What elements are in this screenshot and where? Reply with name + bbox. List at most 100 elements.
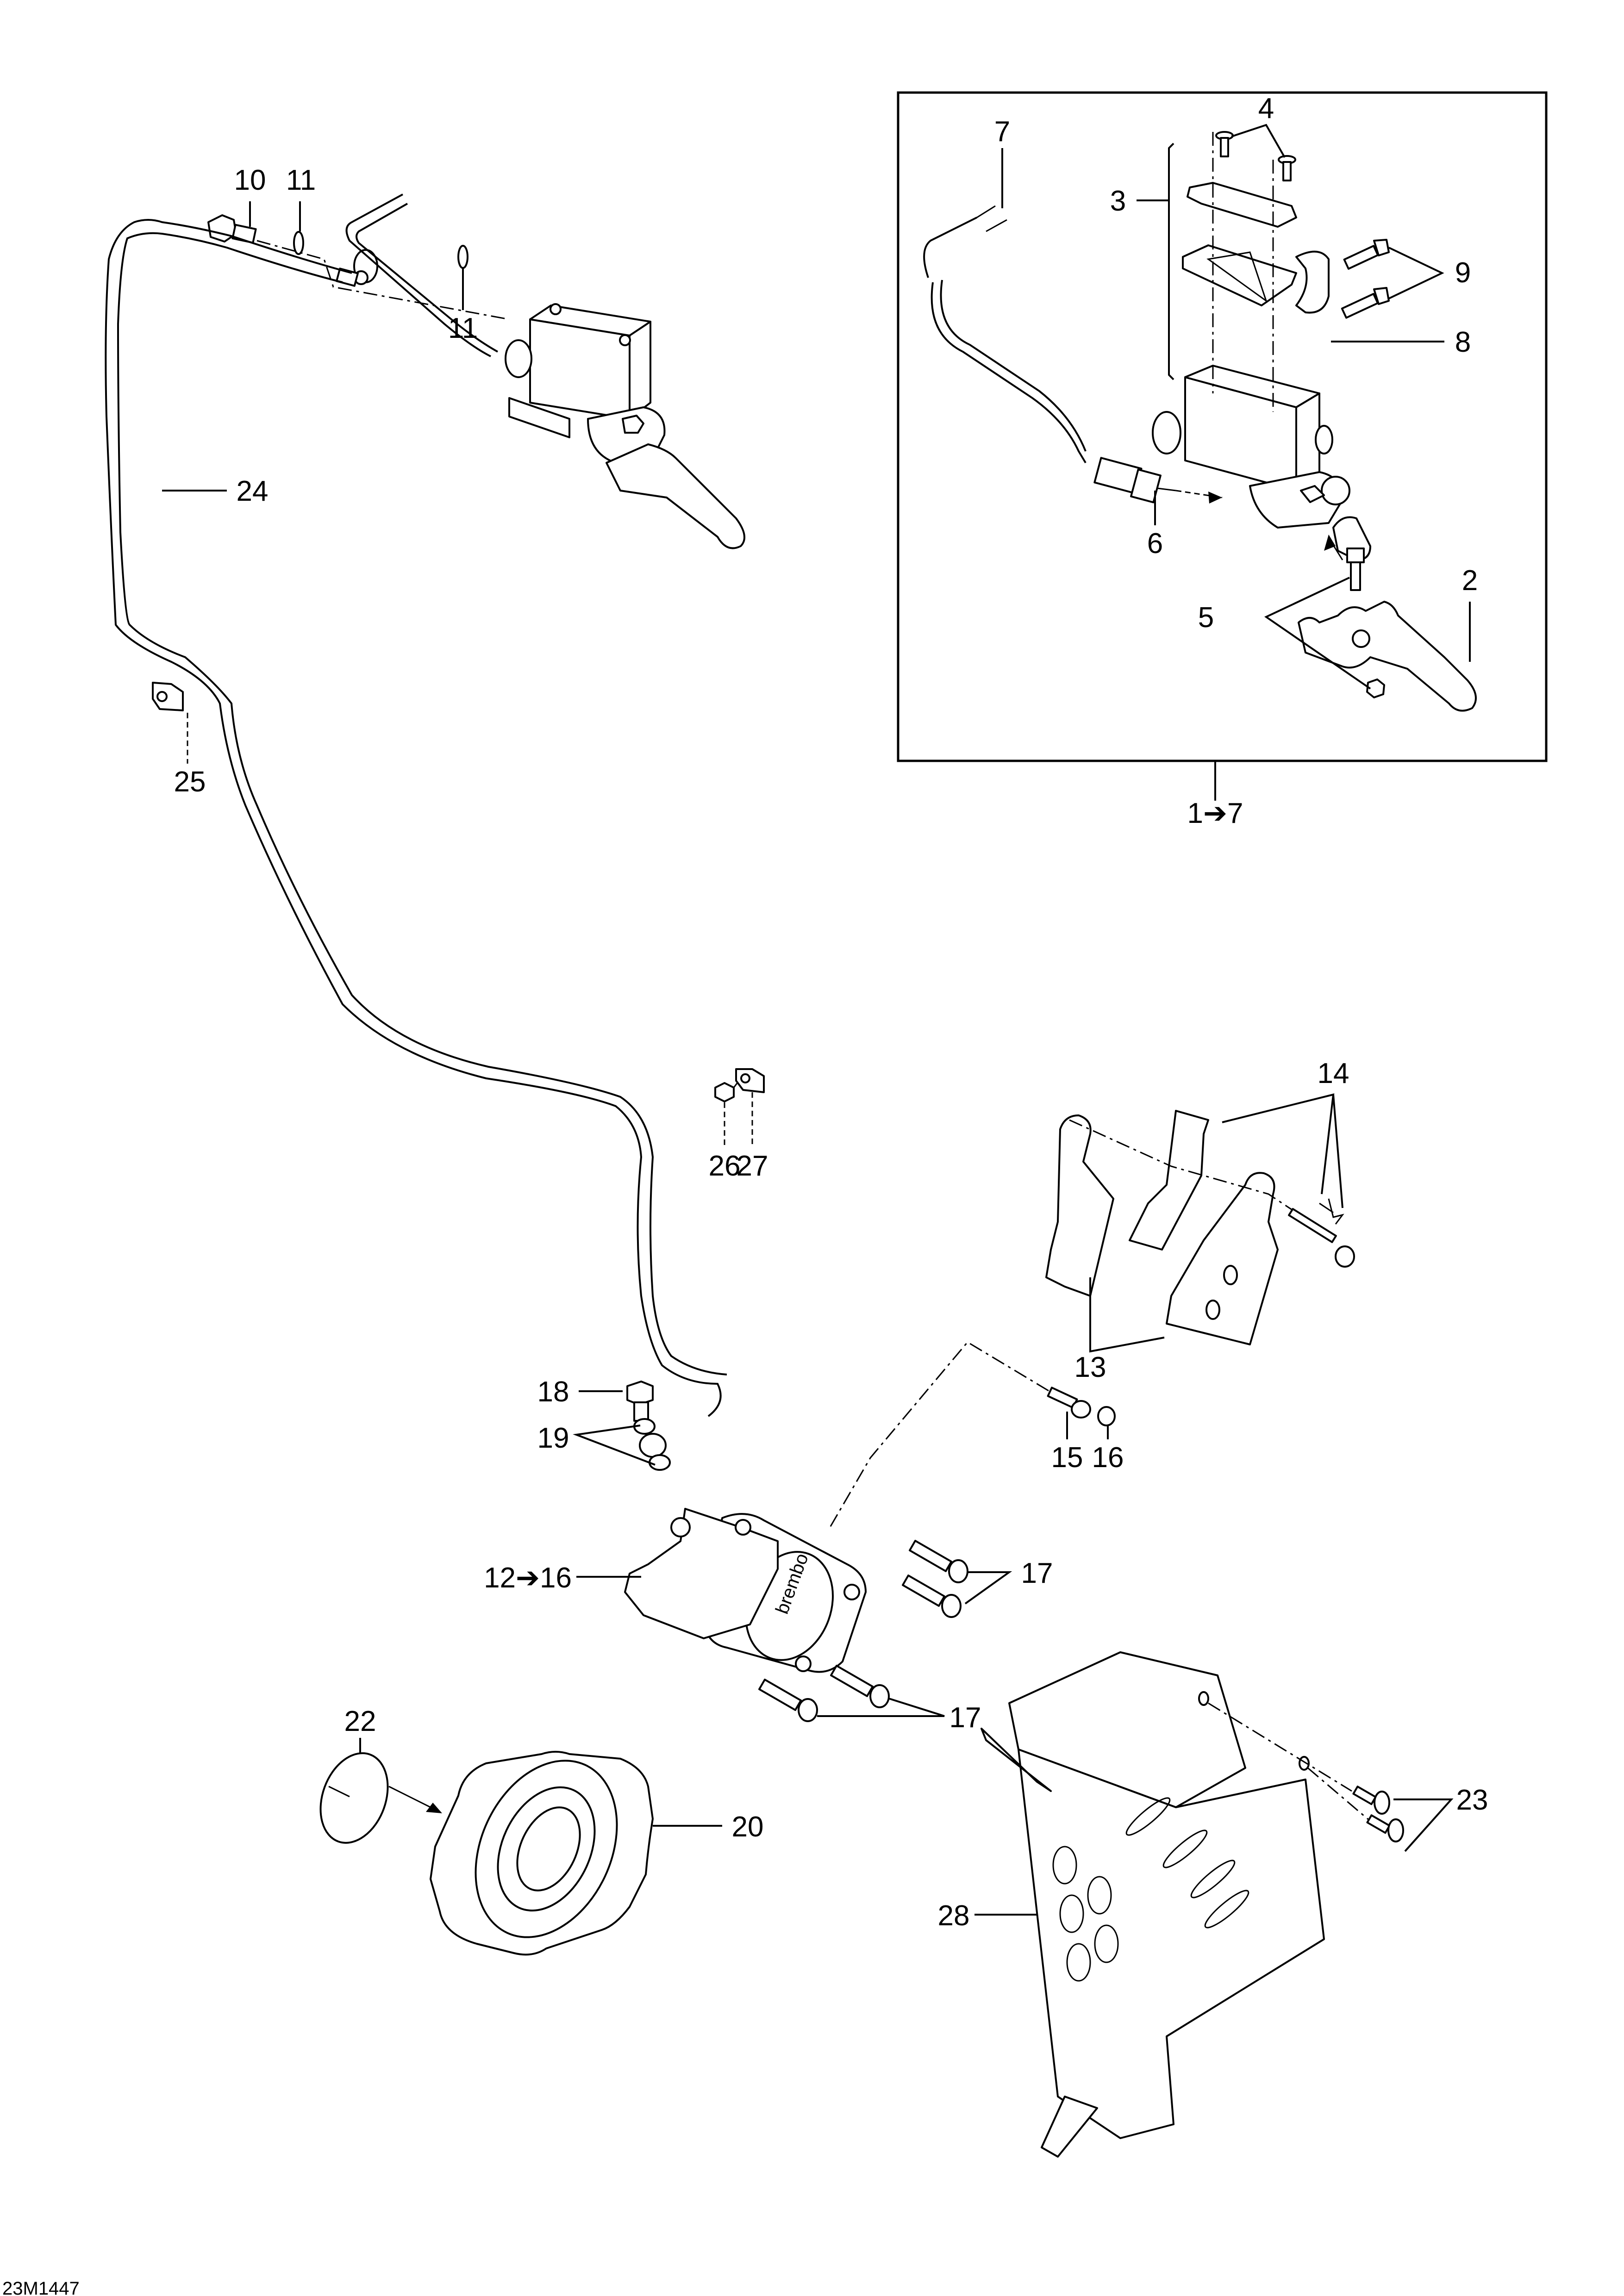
caliper-mount-hole-1 bbox=[735, 1519, 751, 1536]
guard-slot-1 bbox=[1125, 1797, 1171, 1836]
guard-hole-4 bbox=[1094, 1924, 1119, 1963]
banjo-axis-upper bbox=[256, 240, 510, 320]
wire-terminal-1 bbox=[976, 205, 996, 218]
master-cylinder-side bbox=[629, 321, 651, 420]
leader-14 bbox=[1222, 1093, 1335, 1195]
callout-20: 20 bbox=[732, 1811, 764, 1843]
brake-pads bbox=[1045, 1110, 1279, 1345]
caliper-screw-2 bbox=[902, 1574, 962, 1618]
sealing-washer-upper-1 bbox=[293, 231, 304, 255]
guard-slot-4 bbox=[1204, 1890, 1249, 1929]
callout-3: 3 bbox=[1110, 185, 1126, 217]
callout-8: 8 bbox=[1455, 326, 1471, 358]
handlebar-clamp bbox=[1295, 250, 1330, 314]
switch-wire-harness bbox=[923, 217, 1087, 464]
lever-pivot-bushing bbox=[1352, 629, 1370, 648]
sealing-washer-lower-2 bbox=[649, 1454, 671, 1471]
master-cylinder-installed: 10 11 11 bbox=[207, 164, 745, 549]
callout-24: 24 bbox=[237, 475, 269, 507]
callout-7: 7 bbox=[994, 116, 1010, 148]
callout-15: 15 bbox=[1051, 1442, 1083, 1474]
leader-13 bbox=[1089, 1277, 1165, 1353]
callout-26: 26 bbox=[709, 1150, 741, 1182]
cover-screw-2 bbox=[1278, 155, 1296, 181]
callout-14: 14 bbox=[1318, 1058, 1349, 1089]
callout-25: 25 bbox=[174, 766, 206, 798]
lever-pivot-bolt bbox=[1346, 548, 1365, 591]
callout-27: 27 bbox=[737, 1150, 768, 1182]
callout-9: 9 bbox=[1455, 257, 1471, 289]
callout-19: 19 bbox=[537, 1422, 569, 1454]
guard-slot-3 bbox=[1190, 1860, 1236, 1898]
o-ring-arrow-icon bbox=[426, 1803, 442, 1813]
callout-18: 18 bbox=[537, 1376, 569, 1408]
callout-13: 13 bbox=[1074, 1351, 1106, 1383]
leader-14b bbox=[1332, 1094, 1343, 1208]
brake-pad-left bbox=[1045, 1114, 1114, 1297]
sealing-washer-upper-2 bbox=[457, 245, 468, 269]
callout-2: 2 bbox=[1462, 565, 1478, 597]
switch-wire-installed-inner bbox=[356, 203, 498, 353]
clamp-nut-installed bbox=[622, 415, 644, 434]
disc-splined-bore bbox=[516, 1806, 581, 1892]
pad-pin-clip bbox=[1319, 1198, 1344, 1225]
guard-hole-3 bbox=[1059, 1894, 1084, 1933]
master-cylinder-body-installed bbox=[529, 318, 631, 420]
leader-4 bbox=[1231, 124, 1286, 158]
brake-pad-right bbox=[1166, 1172, 1279, 1345]
callout-17-upper: 17 bbox=[1021, 1557, 1053, 1589]
guard-hole-1 bbox=[1052, 1846, 1077, 1885]
brake-lever-installed bbox=[606, 443, 745, 549]
guard-mount-hole-1 bbox=[1198, 1691, 1209, 1706]
guard-main-plate bbox=[1018, 1748, 1325, 2139]
drawing-code: 23M1447 bbox=[2, 2278, 80, 2296]
guard-screw-1 bbox=[1352, 1786, 1390, 1815]
lever-insert-arrow-icon bbox=[1324, 535, 1336, 551]
caliper-group-label: 12➔16 bbox=[484, 1562, 572, 1594]
callout-5: 5 bbox=[1198, 602, 1214, 634]
caliper-screw-1 bbox=[909, 1540, 968, 1583]
pad-pin-axis bbox=[1069, 1119, 1311, 1223]
lever-insert-line bbox=[1330, 541, 1343, 560]
leader-19 bbox=[573, 1425, 656, 1466]
cover-screw-installed-1 bbox=[550, 303, 562, 315]
clamp-bolt-2 bbox=[1341, 287, 1390, 319]
master-cylinder-body bbox=[1152, 365, 1350, 529]
guard-slot-2 bbox=[1162, 1829, 1208, 1868]
callout-10: 10 bbox=[234, 164, 266, 196]
caliper-guard bbox=[981, 1651, 1325, 2158]
brake-hose-outer bbox=[105, 219, 722, 1417]
cover-screw-1 bbox=[1215, 131, 1234, 157]
pad-spring bbox=[1129, 1110, 1209, 1251]
inset-frame bbox=[897, 91, 1548, 762]
banjo-bolt-lower bbox=[626, 1381, 654, 1422]
callout-11-top: 11 bbox=[286, 164, 316, 196]
guard-side-tab bbox=[981, 1728, 1052, 1792]
guard-foot-tab bbox=[1041, 2096, 1098, 2158]
switch-wire-installed bbox=[345, 193, 491, 357]
o-ring bbox=[319, 1752, 389, 1844]
callout-28: 28 bbox=[938, 1900, 970, 1932]
brake-caliper: brembo bbox=[624, 1508, 867, 1673]
callout-6: 6 bbox=[1147, 528, 1163, 560]
callout-16: 16 bbox=[1092, 1442, 1124, 1474]
wire-terminal-2 bbox=[986, 219, 1007, 232]
banjo-bolt-upper bbox=[207, 214, 257, 244]
master-cylinder-port bbox=[505, 339, 532, 378]
caliper-mount-hole-2 bbox=[843, 1584, 860, 1600]
bleeder-cap bbox=[1097, 1406, 1116, 1426]
brake-lever bbox=[1298, 601, 1477, 712]
caliper-banjo-port bbox=[670, 1517, 691, 1537]
caliper-screw-3 bbox=[830, 1665, 890, 1708]
brake-light-switch bbox=[1093, 457, 1176, 504]
callout-4: 4 bbox=[1258, 93, 1274, 124]
reservoir-cover bbox=[1187, 182, 1297, 228]
leader-17-lower bbox=[817, 1698, 945, 1717]
caliper-mount-hole-3 bbox=[795, 1655, 812, 1672]
guard-screw-axis-2 bbox=[1307, 1767, 1371, 1822]
leader-9 bbox=[1388, 247, 1444, 299]
kit-3-bracket bbox=[1168, 143, 1174, 380]
inset-group-label: 1➔7 bbox=[1187, 797, 1243, 829]
guard-screw-2 bbox=[1366, 1814, 1404, 1842]
callout-23: 23 bbox=[1456, 1784, 1488, 1816]
